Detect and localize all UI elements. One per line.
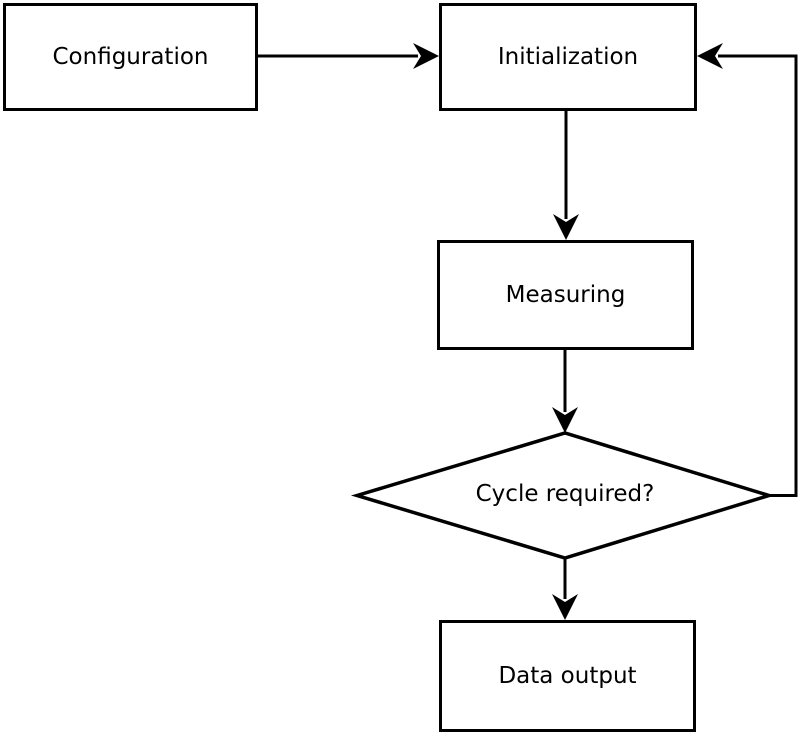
edge-decision-loop-to-initialization bbox=[718, 54, 798, 497]
node-data-output: Data output bbox=[439, 620, 696, 732]
node-initialization-label: Initialization bbox=[497, 44, 639, 70]
node-configuration: Configuration bbox=[3, 3, 258, 111]
arrowhead-left-into-initialization bbox=[697, 43, 723, 69]
arrowhead-right-into-initialization bbox=[413, 43, 439, 69]
node-measuring: Measuring bbox=[437, 240, 694, 350]
arrowhead-down-into-decision bbox=[552, 407, 578, 433]
node-decision-label-wrap: Cycle required? bbox=[415, 481, 715, 507]
node-initialization: Initialization bbox=[439, 3, 697, 111]
node-configuration-label: Configuration bbox=[52, 44, 209, 70]
arrowhead-down-into-measuring bbox=[553, 214, 579, 240]
node-data-output-label: Data output bbox=[498, 663, 637, 689]
node-measuring-label: Measuring bbox=[505, 282, 626, 308]
node-decision-label: Cycle required? bbox=[475, 481, 655, 507]
arrowhead-down-into-data-output bbox=[552, 594, 578, 620]
